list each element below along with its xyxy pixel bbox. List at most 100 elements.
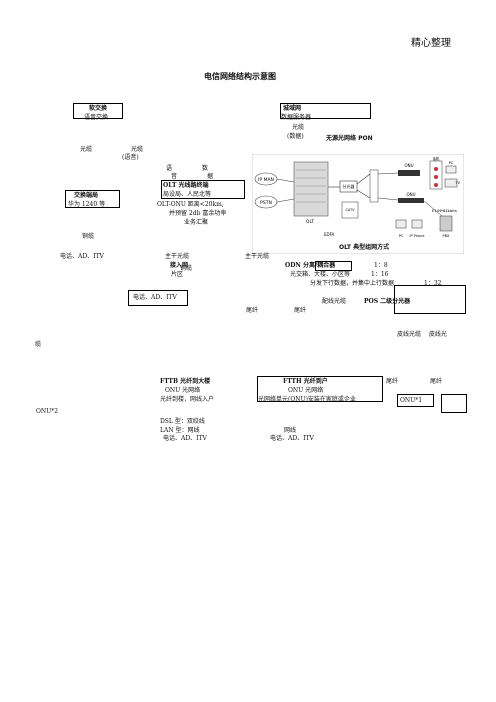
lan-type-label: LAN 型：网线 bbox=[160, 427, 200, 434]
softswitch-box bbox=[73, 103, 123, 119]
ftth-title: FTTH 光纤到户 bbox=[283, 378, 328, 385]
data-paren-label: (数据) bbox=[287, 133, 304, 140]
optical-cable-label-right: 光缆 bbox=[131, 146, 144, 153]
onu-1-label: ONU*1 bbox=[400, 397, 423, 404]
optical-cable-label-left: 光缆 bbox=[80, 146, 93, 153]
split-ratio-2: 1：16 bbox=[371, 271, 389, 278]
pon-title: 无源光网络 PON bbox=[326, 135, 373, 142]
distribution-cable-label: 配线光缆 bbox=[322, 298, 347, 305]
tv-icon bbox=[444, 178, 458, 188]
olt-typical-networking-label: OLT 典型组网方式 bbox=[339, 244, 390, 251]
pigtail-label-3: 尾纤 bbox=[386, 378, 399, 385]
ftth-line-2: 光网络单元(ONU)安装在家庭或企业 bbox=[258, 396, 356, 403]
link-pstn-olt bbox=[276, 198, 295, 203]
area-label: 片区 bbox=[171, 271, 184, 278]
switch-office-box bbox=[65, 190, 120, 208]
onu-1-box bbox=[397, 394, 434, 407]
edfa-label: EDFA bbox=[324, 232, 335, 237]
onu-1-secondary-box bbox=[441, 394, 467, 413]
splitter-icon bbox=[339, 180, 358, 193]
voice-data-top-label: 语 数 bbox=[166, 165, 209, 172]
pon-network-figure: IP MAN PSTN OLT 分光器 CATV EDFA ONU ONU 话机… bbox=[251, 153, 465, 255]
olt-rack-icon bbox=[293, 161, 329, 217]
cross-connect-icon bbox=[369, 169, 379, 203]
drop-cable-label: 皮线光缆 皮线光 bbox=[397, 331, 447, 338]
phone-label: 话机 bbox=[433, 156, 441, 161]
e1-label: E1/N*64kbits bbox=[432, 208, 457, 213]
onu-x2-label: ONU*2 bbox=[36, 408, 59, 415]
access-network-label: 接入网 bbox=[170, 262, 189, 269]
onu-a-icon bbox=[398, 170, 420, 176]
split-ratio-1: 1：8 bbox=[374, 262, 388, 269]
voice-paren-label: (语音) bbox=[122, 154, 139, 161]
pstn-label: PSTN bbox=[260, 200, 272, 206]
split-ratio-3: 1：32 bbox=[424, 280, 442, 287]
olt-line-2: OLT-ONU 距离<20km, bbox=[157, 201, 224, 208]
services-box-label: 电话、AD、ITV bbox=[133, 294, 177, 301]
switch-office-title: 交换端局 bbox=[74, 192, 99, 199]
cable-fragment-label: 缆 bbox=[35, 341, 42, 348]
catv-box-icon bbox=[341, 201, 359, 219]
phone-icon bbox=[434, 167, 438, 171]
ip-phone-label: IP Phone bbox=[409, 234, 424, 238]
odn-sites-label: 光交箱、大楼、小区等 bbox=[290, 271, 351, 278]
page-title: 电信网络结构示意图 bbox=[204, 72, 276, 81]
ip-man-label: IP MAN bbox=[258, 177, 274, 183]
softswitch-subtitle: 语音交换 bbox=[84, 114, 109, 121]
softswitch-title: 软交换 bbox=[89, 105, 108, 112]
splitter-label: 分光器 bbox=[343, 183, 355, 189]
services-left-label: 电话、AD、ITV bbox=[60, 253, 104, 260]
trunk-cable-left-label: 主干光缆 bbox=[165, 253, 190, 260]
pbx-label: PBX bbox=[443, 234, 451, 238]
data-server-label: 数据服务器 bbox=[281, 114, 312, 121]
odn-box bbox=[315, 261, 352, 271]
onu-b-icon bbox=[398, 198, 424, 203]
olt-device-label: OLT bbox=[306, 219, 314, 225]
page-header: 精心整理 bbox=[411, 38, 451, 49]
catv-device-label: CATV bbox=[345, 208, 355, 212]
trunk-cable-right-label: 主干光缆 bbox=[245, 253, 270, 260]
odn-downstream-label: 分发下行数据，并集中上行数据 bbox=[310, 280, 395, 287]
olt-line-1: 局设局、人民北等 bbox=[163, 191, 212, 198]
link-ipman-olt bbox=[276, 178, 295, 183]
pigtail-label-4: 尾纤 bbox=[430, 378, 443, 385]
metro-network-title: 城域网 bbox=[283, 105, 302, 112]
fttb-title: FTTB 光纤到大楼 bbox=[160, 378, 211, 385]
copper-cable-label: 铜缆 bbox=[82, 233, 95, 240]
olt-line-4: 业务汇聚 bbox=[184, 219, 209, 226]
network-cable-label: 网线 bbox=[284, 427, 297, 434]
switch-office-subtitle: 华为 1240 等 bbox=[68, 201, 106, 208]
pigtail-label-2: 尾纤 bbox=[294, 307, 307, 314]
fttb-line-2: 光纤到楼，网线入户 bbox=[160, 396, 215, 403]
services-bottom-right: 电话、AD、ITV bbox=[270, 435, 314, 442]
pon-network-diagram: IP MAN PSTN OLT 分光器 CATV EDFA ONU ONU 话机… bbox=[251, 153, 465, 255]
services-box bbox=[128, 290, 188, 306]
fttb-line-1: ONU 光网络 bbox=[165, 387, 201, 394]
services-bottom-left: 电话、AD、ITV bbox=[163, 435, 207, 442]
ip-phone-icon bbox=[411, 219, 423, 229]
ftth-box bbox=[257, 376, 383, 402]
metro-network-box bbox=[280, 103, 371, 119]
tv-label: TV bbox=[454, 181, 460, 185]
olt-title: OLT 光线路终端 bbox=[163, 182, 209, 189]
voice-data-bottom-label: 音 据 bbox=[171, 173, 214, 180]
onu-a-label: ONU bbox=[404, 163, 413, 168]
pos-splitter-title: POS 二级分光器 bbox=[364, 298, 411, 305]
olt-box bbox=[161, 180, 245, 199]
pos-splitter-box bbox=[394, 285, 466, 314]
odn-title: ODN 分离/耦合器 bbox=[285, 262, 336, 269]
link-splitter-onu-a bbox=[356, 173, 371, 185]
pc-2-icon bbox=[395, 219, 407, 229]
pc-icon bbox=[445, 165, 457, 174]
pigtail-label-1: 尾纤 bbox=[246, 307, 259, 314]
pc-label: PC bbox=[449, 161, 454, 165]
ftth-line-1: ONU 光网络 bbox=[288, 387, 324, 394]
pc-2-label: PC bbox=[399, 234, 404, 238]
copper-cable-label-2: 铜缆 bbox=[180, 265, 193, 272]
optical-cable-label-metro: 光缆 bbox=[292, 124, 305, 131]
onu-b-label: ONU bbox=[406, 192, 415, 197]
pbx-icon bbox=[439, 215, 453, 232]
olt-line-3: 并预留 2db 富余功率 bbox=[169, 210, 227, 217]
link-splitter-onu-b bbox=[356, 189, 371, 199]
dsl-type-label: DSL 型：双绞线 bbox=[160, 418, 205, 425]
